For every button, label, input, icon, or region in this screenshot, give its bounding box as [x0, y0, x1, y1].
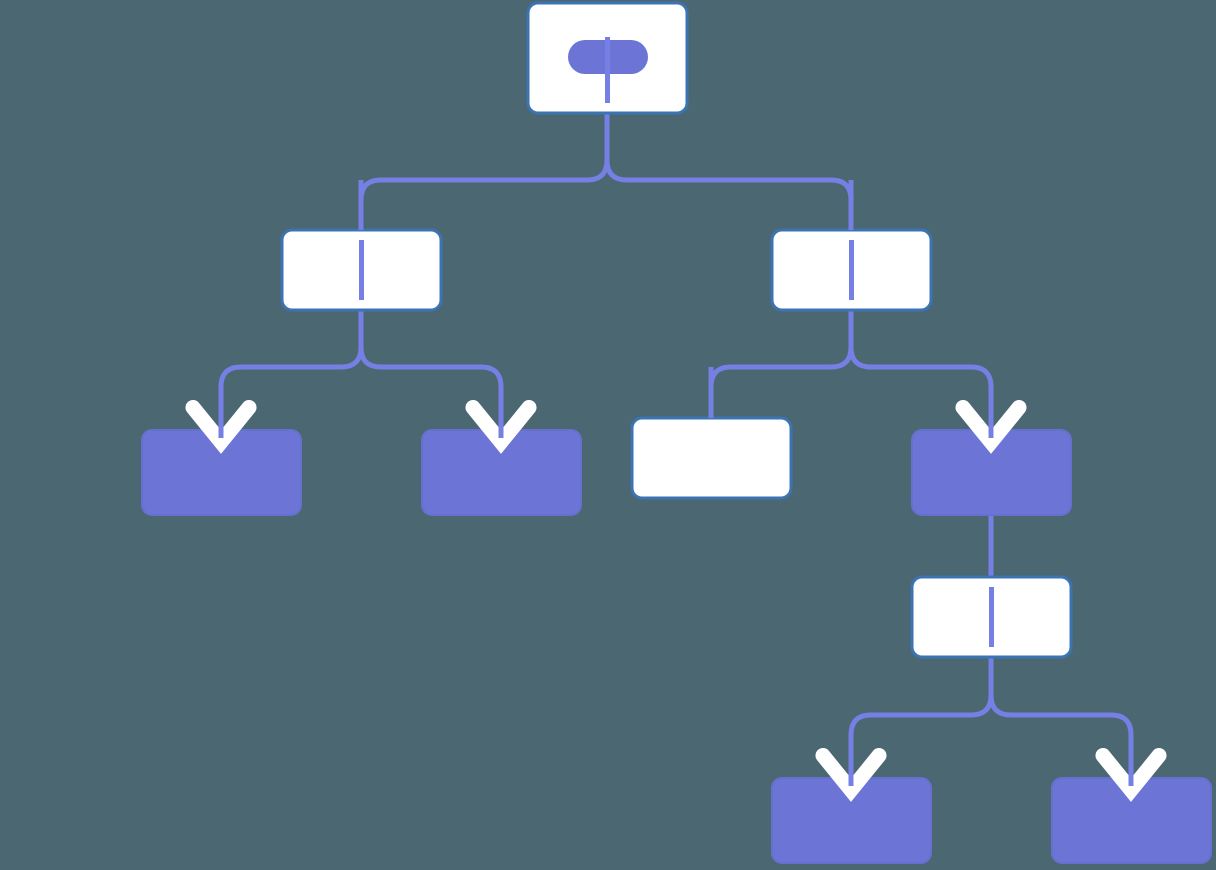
connector-branch-right-to-node-d: [848, 310, 994, 430]
plain-node-c-shape: [630, 416, 793, 500]
node-layer: [141, 1, 1212, 864]
arrowhead-icon: [465, 400, 537, 454]
arrowhead-icon: [185, 400, 257, 454]
connector-branch-left-to-leaf-b: [358, 310, 504, 430]
connector-sub-branch-to-leaf-f: [988, 657, 1134, 778]
arrowhead-icon: [955, 400, 1027, 454]
arrowhead-icon: [815, 748, 887, 802]
connector-layer: [218, 113, 1134, 778]
plain-node-c[interactable]: [630, 416, 793, 500]
arrowhead-icon: [1095, 748, 1167, 802]
arrowhead-layer: [185, 37, 1167, 802]
